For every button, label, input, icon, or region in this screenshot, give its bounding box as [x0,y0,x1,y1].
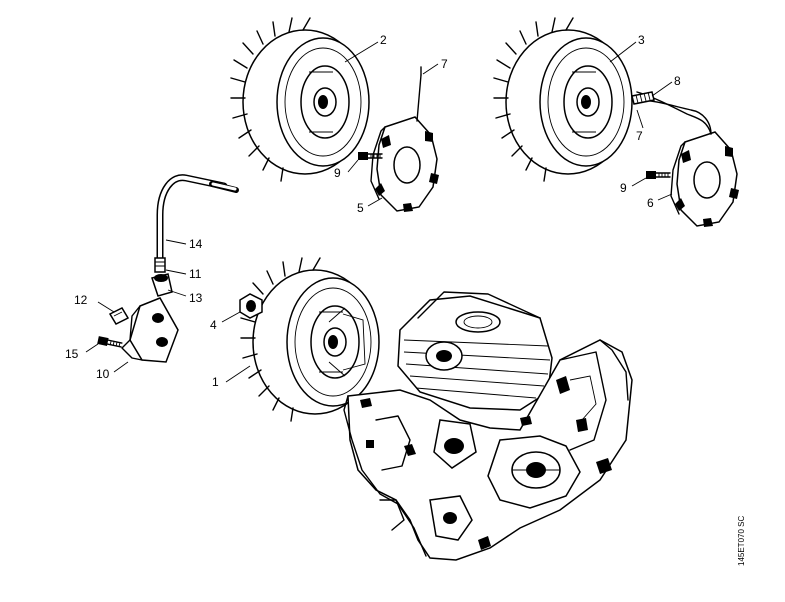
engine-crankcase [343,291,633,561]
label-part-14: 14 [189,237,203,251]
connector-part-11 [154,257,166,273]
label-part-10: 10 [96,367,110,381]
label-part-15: 15 [65,347,79,361]
flywheel-part-3 [493,17,633,182]
flywheel-part-2 [230,17,370,182]
label-part-9-right: 9 [620,181,627,195]
clip-part-12 [108,307,130,325]
label-part-4: 4 [210,318,217,332]
label-part-13: 13 [189,291,203,305]
label-part-8: 8 [674,74,681,88]
screw-part-15 [96,335,124,350]
carburetor-part-10 [121,297,179,363]
label-part-5: 5 [357,201,364,215]
part-labels: 2 3 7 8 7 9 9 5 6 14 11 13 12 4 15 10 1 [65,33,681,389]
lead-sleeve-part-8 [631,91,655,105]
flywheel-part-1 [240,257,380,422]
label-part-9-left: 9 [334,166,341,180]
label-part-2: 2 [380,33,387,47]
label-part-3: 3 [638,33,645,47]
grommet-part-13 [151,273,173,297]
nut-part-4 [239,293,263,319]
label-part-6: 6 [647,196,654,210]
label-part-1: 1 [212,375,219,389]
impulse-hose-part-14 [156,174,239,269]
label-part-11: 11 [189,267,202,281]
label-part-7-right: 7 [636,129,643,143]
label-part-12: 12 [74,293,88,307]
screw-part-9-right [645,170,671,180]
label-part-7-left: 7 [441,57,448,71]
ignition-module-part-5 [370,66,440,213]
leader-lines [85,41,673,383]
reference-code: 145ET070 SC [737,516,746,566]
